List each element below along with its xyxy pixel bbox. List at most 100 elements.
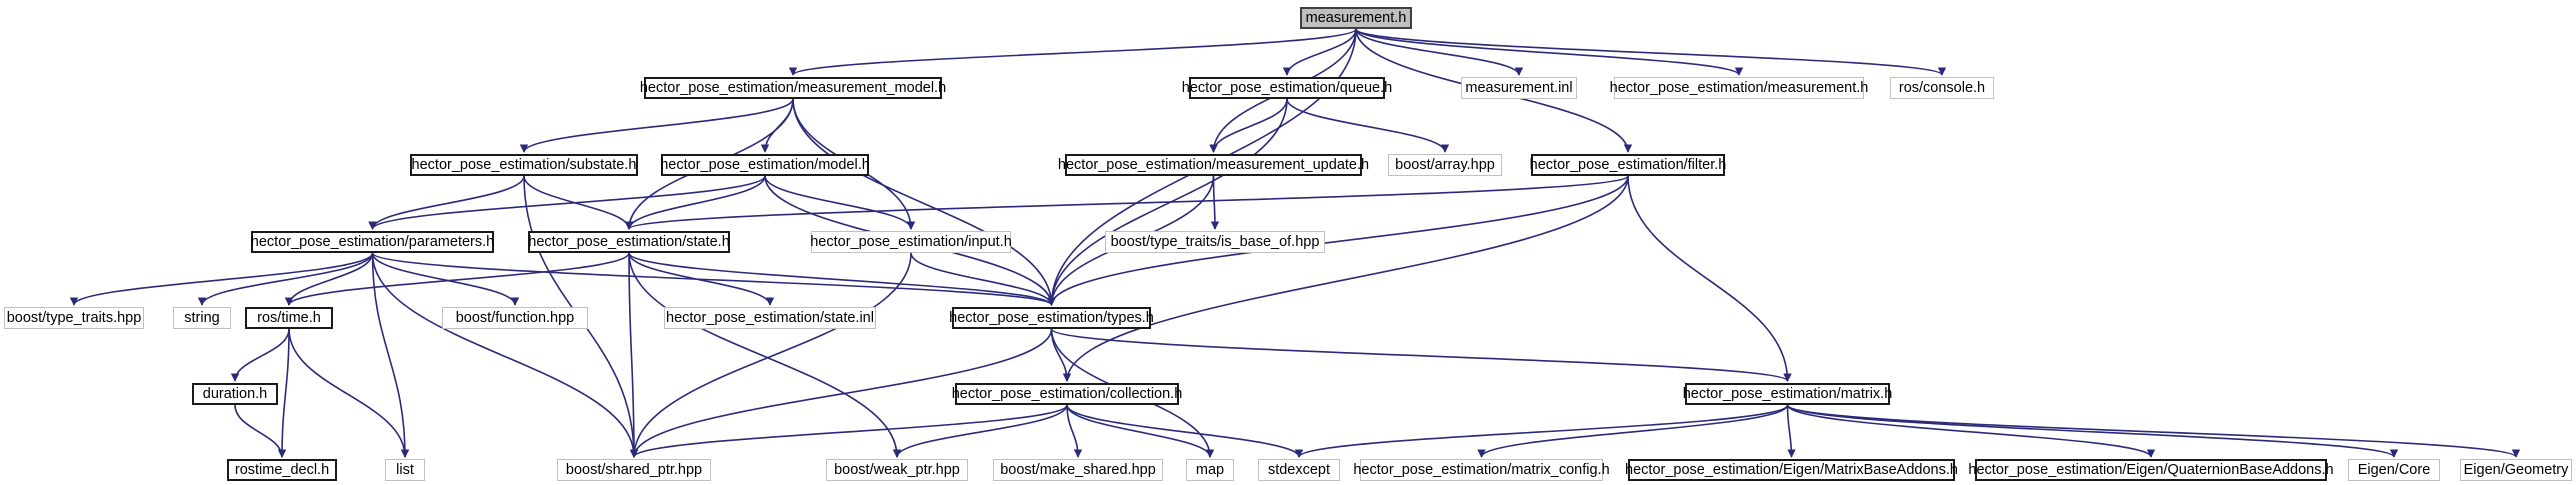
graph-node-label: boost/make_shared.hpp [1000, 461, 1156, 478]
graph-node-label: boost/function.hpp [455, 309, 575, 326]
graph-node-label: string [184, 309, 220, 326]
graph-node-label: hector_pose_estimation/input.h [810, 233, 1012, 250]
graph-node-boost_type_traits[interactable]: boost/type_traits.hpp [4, 307, 144, 329]
graph-node-measurement_update[interactable]: hector_pose_estimation/measurement_updat… [1058, 154, 1369, 176]
graph-node-matrix_config[interactable]: hector_pose_estimation/matrix_config.h [1353, 459, 1610, 481]
graph-node-list[interactable]: list [385, 459, 425, 481]
graph-edge [277, 328, 290, 458]
graph-edge [1786, 404, 1796, 458]
graph-node-label: boost/type_traits/is_base_of.hpp [1110, 233, 1320, 250]
graph-edge [371, 252, 410, 458]
graph-edge [629, 404, 1068, 458]
graph-node-is_base_of[interactable]: boost/type_traits/is_base_of.hpp [1105, 231, 1325, 253]
graph-node-input[interactable]: hector_pose_estimation/input.h [810, 231, 1012, 253]
graph-node-label: hector_pose_estimation/measurement_model… [639, 79, 947, 96]
graph-node-state_inl[interactable]: hector_pose_estimation/state.inl [664, 307, 876, 329]
graph-node-model[interactable]: hector_pose_estimation/model.h [660, 154, 870, 176]
graph-edge [234, 404, 287, 458]
graph-node-label: hector_pose_estimation/model.h [660, 156, 870, 173]
graph-node-filter[interactable]: hector_pose_estimation/filter.h [1529, 154, 1727, 176]
graph-edge [910, 252, 1056, 306]
graph-edge [1050, 328, 1792, 382]
graph-edge [1286, 98, 1450, 153]
graph-node-label: Eigen/Geometry [2463, 461, 2569, 478]
graph-edge [628, 252, 775, 306]
graph-node-label: hector_pose_estimation/state.h [528, 233, 730, 250]
graph-edge [368, 175, 766, 230]
graph-node-boost_function[interactable]: boost/function.hpp [442, 307, 588, 329]
graph-node-label: hector_pose_estimation/matrix_config.h [1353, 461, 1610, 478]
graph-node-measurement_model[interactable]: hector_pose_estimation/measurement_model… [640, 77, 946, 99]
graph-edge [1786, 404, 2156, 458]
graph-node-label: list [396, 461, 414, 478]
graph-node-measurement[interactable]: measurement.h [1300, 7, 1412, 29]
graph-node-eigen_matrixbase[interactable]: hector_pose_estimation/Eigen/MatrixBaseA… [1625, 459, 1958, 481]
graph-node-label: boost/type_traits.hpp [6, 309, 142, 326]
graph-node-label: ros/console.h [1898, 79, 1986, 96]
graph-node-label: boost/array.hpp [1395, 156, 1495, 173]
graph-node-ros_console[interactable]: ros/console.h [1890, 77, 1994, 99]
graph-node-label: hector_pose_estimation/filter.h [1529, 156, 1727, 173]
graph-edge [69, 252, 374, 306]
graph-node-label: hector_pose_estimation/measurement.h [1609, 79, 1869, 96]
graph-edge [892, 404, 1068, 458]
graph-node-eigen_quaternionbase[interactable]: hector_pose_estimation/Eigen/QuaternionB… [1968, 459, 2334, 481]
graph-edge [371, 252, 639, 458]
graph-node-stdexcept[interactable]: stdexcept [1258, 459, 1340, 481]
graph-edge [628, 252, 639, 458]
graph-edge [523, 175, 634, 230]
graph-edge [792, 98, 1056, 306]
graph-node-label: measurement.h [1305, 9, 1407, 26]
graph-node-label: ros/time.h [257, 309, 321, 326]
graph-edge [1786, 404, 2520, 458]
graph-node-types[interactable]: hector_pose_estimation/types.h [949, 307, 1154, 329]
graph-node-boost_weak_ptr[interactable]: boost/weak_ptr.hpp [826, 459, 968, 481]
graph-node-parameters[interactable]: hector_pose_estimation/parameters.h [251, 231, 494, 253]
graph-edge [764, 175, 916, 230]
graph-node-eigen_geometry[interactable]: Eigen/Geometry [2460, 459, 2572, 481]
graph-node-collection[interactable]: hector_pose_estimation/collection.h [952, 383, 1182, 405]
graph-edge [371, 252, 520, 306]
graph-edge [1062, 175, 1629, 382]
graph-edge [1047, 98, 1288, 306]
graph-node-boost_array[interactable]: boost/array.hpp [1388, 154, 1502, 176]
graph-edge [1066, 404, 1215, 458]
graph-node-label: measurement.inl [1465, 79, 1573, 96]
graph-node-string[interactable]: string [173, 307, 231, 329]
graph-edge [1355, 28, 1946, 76]
graph-node-measurement_h2[interactable]: hector_pose_estimation/measurement.h [1610, 77, 1868, 99]
graph-node-rostime_decl[interactable]: rostime_decl.h [227, 459, 337, 481]
graph-node-duration[interactable]: duration.h [192, 383, 278, 405]
graph-node-map[interactable]: map [1186, 459, 1234, 481]
graph-edge [1786, 404, 2398, 458]
graph-node-label: hector_pose_estimation/substate.h [411, 156, 637, 173]
graph-node-matrix[interactable]: hector_pose_estimation/matrix.h [1683, 383, 1892, 405]
graph-edge [371, 252, 1056, 306]
graph-edge [1066, 404, 1304, 458]
graph-node-label: hector_pose_estimation/collection.h [951, 385, 1183, 402]
graph-edge [629, 252, 912, 458]
graph-edge [1295, 404, 1789, 458]
graph-node-boost_shared_ptr[interactable]: boost/shared_ptr.hpp [557, 459, 711, 481]
graph-node-eigen_core[interactable]: Eigen/Core [2348, 459, 2440, 481]
graph-edge [288, 328, 410, 458]
graph-node-label: duration.h [202, 385, 268, 402]
graph-edge [284, 252, 374, 306]
graph-edge [1050, 328, 1072, 382]
graph-node-measurement_inl[interactable]: measurement.inl [1461, 77, 1577, 99]
graph-node-boost_make_shared[interactable]: boost/make_shared.hpp [993, 459, 1163, 481]
graph-edge [624, 175, 766, 230]
graph-node-state[interactable]: hector_pose_estimation/state.h [528, 231, 730, 253]
graph-node-ros_time[interactable]: ros/time.h [245, 307, 333, 329]
graph-edge [1210, 175, 1220, 230]
graph-node-label: hector_pose_estimation/Eigen/QuaternionB… [1968, 461, 2334, 478]
graph-node-label: hector_pose_estimation/types.h [949, 309, 1154, 326]
graph-node-substate[interactable]: hector_pose_estimation/substate.h [410, 154, 638, 176]
graph-edge [1209, 98, 1288, 153]
graph-node-queue[interactable]: hector_pose_estimation/queue.h [1182, 77, 1392, 99]
graph-edge [760, 98, 794, 153]
graph-node-label: boost/shared_ptr.hpp [565, 461, 703, 478]
graph-edge [1355, 28, 1744, 76]
graph-edge [1477, 404, 1789, 458]
